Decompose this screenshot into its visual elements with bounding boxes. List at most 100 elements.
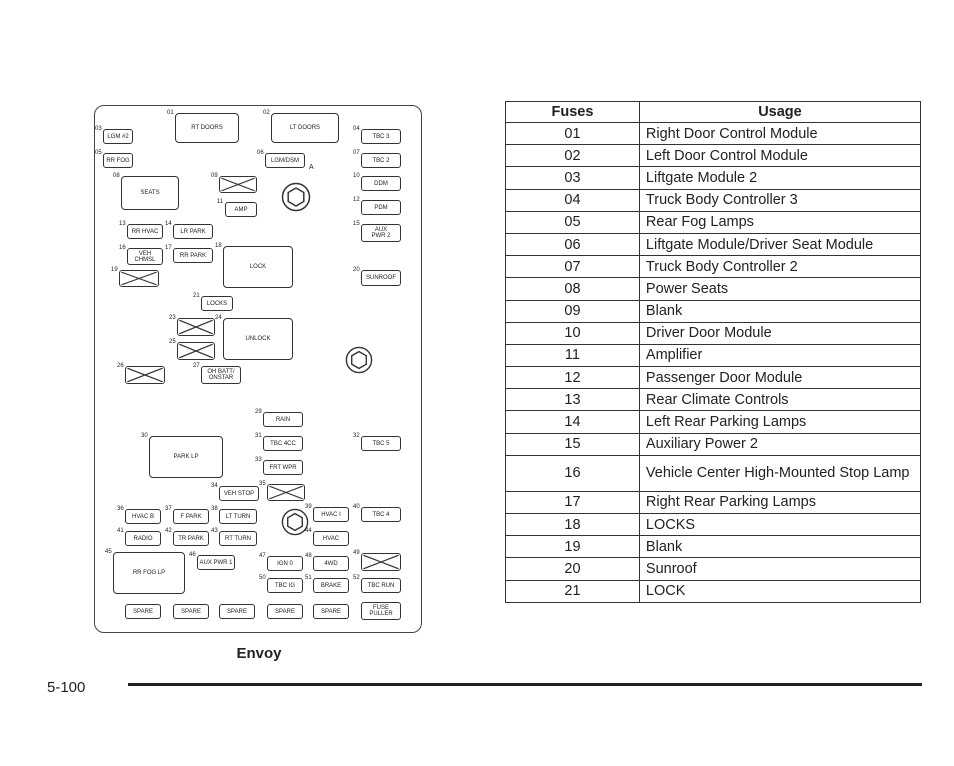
fuse-slot: 4WD <box>313 556 349 571</box>
fuse-slot: HVAC B <box>125 509 161 524</box>
slot-number: 49 <box>353 550 360 556</box>
slot-number: 18 <box>215 243 222 249</box>
fuse-number-cell: 17 <box>505 490 640 515</box>
slot-number: 14 <box>165 221 172 227</box>
fuse-number-cell: 13 <box>505 388 640 412</box>
fuse-slot: SPARE <box>313 604 349 619</box>
fuse-slot: FRT WPR <box>263 460 303 475</box>
slot-number: 42 <box>165 528 172 534</box>
fuse-number-cell: 10 <box>505 321 640 345</box>
empty-fuse-slot <box>267 484 305 501</box>
fuse-number-cell: 07 <box>505 255 640 279</box>
fuse-number-cell: 06 <box>505 232 640 257</box>
bolt-stud-icon <box>281 182 311 212</box>
fuse-usage-cell: Passenger Door Module <box>638 366 922 390</box>
fuse-slot: DDM <box>361 176 401 191</box>
fuse-number-cell: 03 <box>505 166 640 190</box>
fuse-usage-cell: Truck Body Controller 2 <box>638 255 922 279</box>
empty-fuse-slot <box>177 318 215 336</box>
fuse-slot: SUNROOF <box>361 270 401 286</box>
slot-number: 04 <box>353 126 360 132</box>
relay-slot: LT DOORS <box>271 113 339 143</box>
fuse-number-cell: 11 <box>505 343 640 368</box>
fuse-slot: RR HVAC <box>127 224 163 239</box>
slot-number: 51 <box>305 575 312 581</box>
fuse-slot: SPARE <box>125 604 161 619</box>
slot-number: 31 <box>255 433 262 439</box>
fuse-number-cell: 19 <box>505 535 640 559</box>
fuse-usage-cell: Driver Door Module <box>638 321 922 345</box>
slot-number: 44 <box>305 528 312 534</box>
column-header-fuses: Fuses <box>505 101 640 123</box>
slot-number: 39 <box>305 504 312 510</box>
fuse-usage-cell: Rear Fog Lamps <box>638 210 922 234</box>
fuse-slot: HVAC <box>313 531 349 546</box>
slot-number: 52 <box>353 575 360 581</box>
slot-number: 11 <box>217 199 224 205</box>
slot-number: 25 <box>169 339 176 345</box>
fuse-usage-cell: Liftgate Module 2 <box>638 166 922 190</box>
slot-number: 05 <box>95 150 102 156</box>
fuse-slot: F PARK <box>173 509 209 524</box>
slot-number: 45 <box>105 549 112 555</box>
slot-number: 21 <box>193 293 200 299</box>
fuse-slot: OH BATT/ ONSTAR <box>201 366 241 384</box>
fuse-slot: RR PARK <box>173 248 213 263</box>
empty-fuse-slot <box>125 366 165 384</box>
fuse-usage-cell: Rear Climate Controls <box>638 388 922 412</box>
relay-slot: UNLOCK <box>223 318 293 360</box>
fuse-slot: TBC IG <box>267 578 303 593</box>
fuse-usage-cell: LOCKS <box>638 512 922 537</box>
empty-fuse-slot <box>361 553 401 571</box>
slot-number: 50 <box>259 575 266 581</box>
fuse-number-cell: 14 <box>505 410 640 434</box>
fuse-slot: TBC 5 <box>361 436 401 451</box>
fuse-slot: TBC 4 <box>361 507 401 522</box>
relay-slot: RR FOG LP <box>113 552 185 594</box>
slot-number: 19 <box>111 267 118 273</box>
slot-number: 13 <box>119 221 126 227</box>
fuse-slot: LT TURN <box>219 509 257 524</box>
bolt-stud-icon <box>345 346 373 374</box>
fuse-number-cell: 04 <box>505 188 640 212</box>
fuse-number-cell: 08 <box>505 277 640 301</box>
fuse-slot: HVAC I <box>313 507 349 522</box>
column-header-usage: Usage <box>638 101 922 123</box>
fuse-usage-cell: Truck Body Controller 3 <box>638 188 922 212</box>
fuse-slot: TBC RUN <box>361 578 401 593</box>
relay-slot: SEATS <box>121 176 179 210</box>
fuse-usage-cell: Right Door Control Module <box>638 121 922 146</box>
fuse-number-cell: 21 <box>505 579 640 603</box>
slot-number: 16 <box>119 245 126 251</box>
fuse-number-cell: 05 <box>505 210 640 234</box>
relay-slot: RT DOORS <box>175 113 239 143</box>
diagram-caption: Envoy <box>236 645 282 662</box>
slot-number: 10 <box>353 173 360 179</box>
fuse-slot: TBC 2 <box>361 153 401 168</box>
fuse-number-cell: 18 <box>505 512 640 537</box>
fuse-usage-cell: Left Door Control Module <box>638 144 922 168</box>
slot-number: 09 <box>211 173 218 179</box>
fuse-slot: AUX PWR 1 <box>197 555 235 570</box>
fuse-slot: PDM <box>361 200 401 215</box>
slot-number: 01 <box>167 110 174 116</box>
slot-number: 37 <box>165 506 172 512</box>
fuse-slot: SPARE <box>219 604 255 619</box>
slot-number: 20 <box>353 267 360 273</box>
slot-number: 34 <box>211 483 218 489</box>
empty-fuse-slot <box>119 270 159 287</box>
slot-number: 29 <box>255 409 262 415</box>
fuse-slot: RT TURN <box>219 531 257 546</box>
slot-number: 17 <box>165 245 172 251</box>
fuse-usage-cell: Right Rear Parking Lamps <box>638 490 922 515</box>
fuse-slot: TBC 4CC <box>263 436 303 451</box>
